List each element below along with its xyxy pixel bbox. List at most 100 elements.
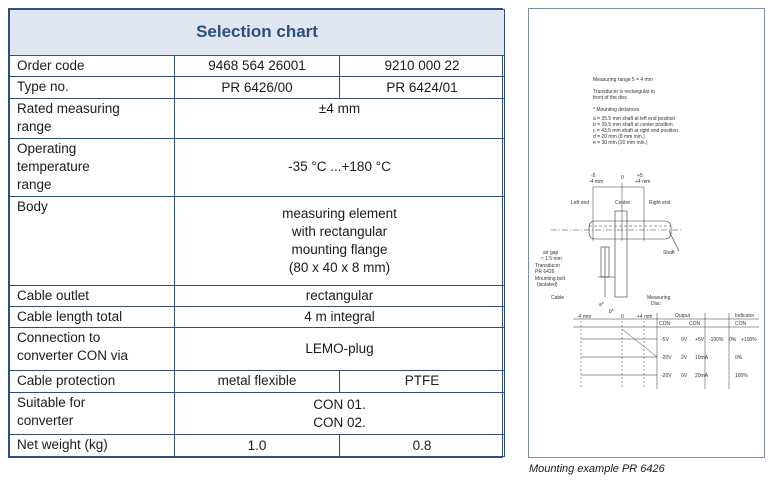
distance-d: d = 20 mm (8 mm min.): [593, 134, 645, 140]
measuring-range-note: Measuring range 5 = 4 mm: [593, 77, 653, 83]
chart-r3-c3: 20mA: [695, 373, 709, 379]
shaft-and-disc: [551, 210, 681, 298]
order-code-value-1: 9468 564 26001: [174, 54, 340, 78]
label-transducer-line-2: PR 6426: [535, 269, 555, 275]
body-label: Body: [9, 195, 175, 286]
chart-header-3: CON: [735, 321, 747, 327]
row-net-weight: Net weight (kg) 1.0 0.8: [9, 434, 505, 457]
chart-dim-3: +4 mm: [637, 314, 652, 320]
row-cable-protection: Cable protection metal flexible PTFE: [9, 370, 505, 393]
cable-protection-label: Cable protection: [9, 370, 175, 393]
rated-range-value: ±4 mm: [174, 97, 505, 139]
dim-plus-sub: +4 mm: [635, 179, 650, 185]
suitable-label-line-2: converter: [17, 412, 74, 428]
order-code-label: Order code: [9, 54, 175, 78]
body-value-line-1: measuring element: [282, 205, 397, 221]
op-temp-label: Operating temperature range: [9, 137, 175, 197]
transducer-note-line-1: Transducer is rectangular to: [593, 89, 655, 95]
body-value-line-3: mounting flange: [291, 241, 388, 257]
cable-protection-value-1: metal flexible: [174, 370, 340, 393]
label-centre: Centre: [615, 200, 630, 206]
mounting-drawing-panel: Measuring range 5 = 4 mm Transducer is r…: [528, 8, 765, 458]
chart-r2-c1: -20V: [661, 355, 672, 361]
chart-r2-c2: 2V: [681, 355, 688, 361]
label-left-end: Left end: [571, 200, 589, 206]
dim-plus: +5: [637, 173, 643, 179]
net-weight-value-2: 0.8: [339, 434, 505, 457]
order-code-value-2: 9210 000 22: [339, 54, 505, 78]
op-temp-label-line-3: range: [17, 176, 52, 192]
row-rated-range: Rated measuring range ±4 mm: [9, 97, 505, 139]
chart-r3-c1: -20V: [661, 373, 672, 379]
chart-r1-c3: +5V: [695, 337, 705, 343]
distance-c: c = 43.5 mm shaft at right end position: [593, 128, 678, 134]
rated-range-label-line-2: range: [17, 118, 52, 134]
chart-r1-c1: -5V: [661, 337, 669, 343]
net-weight-label: Net weight (kg): [9, 434, 175, 457]
row-connection: Connection to converter CON via LEMO-plu…: [9, 327, 505, 372]
label-measuring-line-1: Measuring: [647, 295, 671, 301]
body-value-line-2: with rectangular: [291, 223, 388, 239]
cable-protection-value-2: PTFE: [339, 370, 505, 393]
row-cable-outlet: Cable outlet rectangular: [9, 284, 505, 307]
op-temp-label-line-2: temperature: [17, 158, 90, 174]
chart-output-header: Output: [675, 313, 691, 319]
chart-r1-c2: 0V: [681, 337, 688, 343]
suitable-value: CON 01. CON 02.: [174, 391, 505, 436]
dim-minus-sub: -4 mm: [589, 179, 603, 185]
distance-e: e = 30 mm (20 mm min.): [593, 140, 648, 146]
cable-outlet-value: rectangular: [174, 284, 505, 307]
dim-zero: 0: [621, 175, 624, 181]
connection-label-line-1: Connection to: [17, 330, 101, 346]
label-cable: Cable: [551, 295, 564, 301]
chart-r2-c4: 0%: [735, 355, 743, 361]
label-measuring-line-2: Disc: [651, 301, 661, 307]
distance-b: b = 39.5 mm shaft at center position: [593, 122, 673, 128]
cable-length-label: Cable length total: [9, 305, 175, 329]
label-right-end: Right end: [649, 200, 671, 206]
distance-a: a = 35.5 mm shaft at left end position: [593, 116, 675, 122]
chart-r1-c5: 0%: [729, 337, 737, 343]
row-body: Body measuring element with rectangular …: [9, 195, 505, 286]
label-mounting-bolt-line-2: (isolated): [537, 282, 558, 288]
body-value: measuring element with rectangular mount…: [174, 195, 505, 286]
connection-value: LEMO-plug: [174, 327, 505, 372]
selection-chart: Selection chart Order code 9468 564 2600…: [8, 8, 505, 458]
dim-b: b*: [609, 309, 614, 315]
dim-a: a*: [599, 302, 604, 308]
row-suitable-for: Suitable for converter CON 01. CON 02.: [9, 391, 505, 436]
dim-minus: -5: [591, 173, 596, 179]
cable-length-value: 4 m integral: [174, 305, 505, 329]
type-no-value-2: PR 6424/01: [339, 76, 505, 99]
chart-header-2: CON: [689, 321, 701, 327]
label-air-gap-line-2: ≈ 1.5 mm: [541, 256, 562, 262]
chart-header-1: CON: [659, 321, 671, 327]
chart-r1-c6: +100%: [741, 337, 757, 343]
suitable-value-line-1: CON 01.: [313, 396, 366, 412]
connection-label: Connection to converter CON via: [9, 327, 175, 372]
body-value-line-4: (80 x 40 x 8 mm): [288, 259, 391, 275]
connection-label-line-2: converter CON via: [17, 348, 129, 364]
drawing-caption: Mounting example PR 6426: [529, 463, 665, 475]
chart-r1-c4: -100%: [709, 337, 724, 343]
chart-r2-c3: 10mA: [695, 355, 709, 361]
net-weight-value-1: 1.0: [174, 434, 340, 457]
mounting-drawing: Measuring range 5 = 4 mm Transducer is r…: [535, 77, 759, 389]
mounting-distances-heading: * Mounting distances: [593, 107, 640, 113]
chart-dim-1: -4 mm: [577, 314, 591, 320]
suitable-label-line-1: Suitable for: [17, 394, 86, 410]
transducer-note-line-2: front of the disc: [593, 95, 628, 101]
cable-outlet-label: Cable outlet: [9, 284, 175, 307]
label-transducer-line-1: Transducer: [535, 263, 560, 269]
suitable-label: Suitable for converter: [9, 391, 175, 436]
op-temp-value: -35 °C ...+180 °C: [174, 137, 505, 197]
chart-r3-c4: 100%: [735, 373, 748, 379]
type-no-label: Type no.: [9, 76, 175, 99]
selection-chart-table: Selection chart Order code 9468 564 2600…: [9, 9, 505, 457]
chart-indicator-header: Indicator: [735, 313, 755, 319]
row-type-no: Type no. PR 6426/00 PR 6424/01: [9, 76, 505, 99]
output-chart-lines: [573, 313, 759, 389]
chart-r3-c2: 0V: [681, 373, 688, 379]
chart-dim-2: 0: [621, 314, 624, 320]
chart-title: Selection chart: [9, 9, 505, 56]
